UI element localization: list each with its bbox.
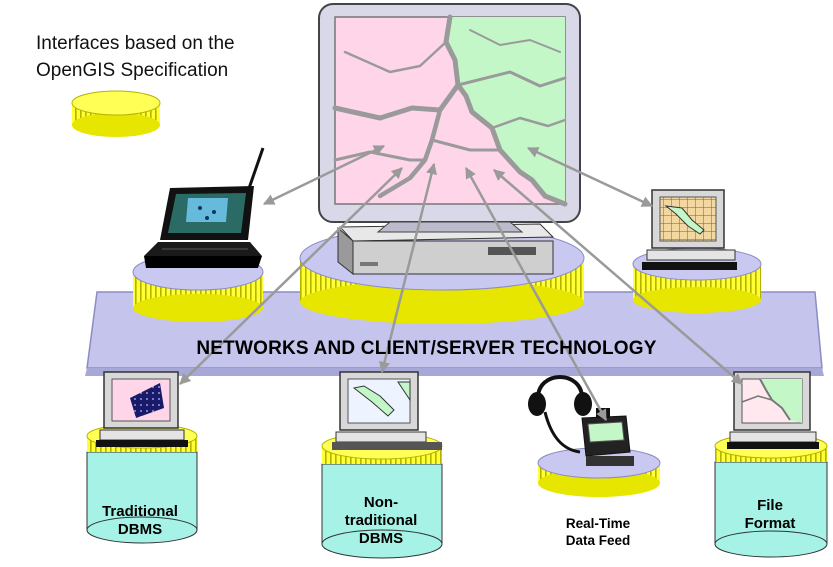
- central-map-monitor: [318, 3, 581, 233]
- desktop-computer-icon: [642, 189, 737, 270]
- label-line: File: [757, 497, 783, 514]
- legend-line-1: Interfaces based on the: [36, 33, 235, 54]
- network-label: NETWORKS AND CLIENT/SERVER TECHNOLOGY: [196, 338, 657, 359]
- label-line: Data Feed: [565, 533, 631, 548]
- traditional-dbms-icon: [86, 371, 198, 544]
- arrow-traditional: [179, 167, 403, 385]
- label-line: DBMS: [358, 530, 404, 547]
- realtime-data-feed-label: Real-Time Data Feed: [538, 515, 658, 549]
- legend-interface-disk: [71, 90, 161, 137]
- file-format-label: File Format: [714, 497, 826, 533]
- legend-caption: Interfaces based on the OpenGIS Specific…: [36, 30, 235, 84]
- label-line: Non-: [363, 494, 399, 511]
- file-format-icon: [714, 371, 828, 558]
- label-line: Format: [744, 515, 796, 532]
- arrow-nontraditional: [378, 162, 438, 374]
- label-line: DBMS: [117, 521, 163, 538]
- traditional-dbms-label: Traditional DBMS: [82, 503, 198, 539]
- legend-line-2: OpenGIS Specification: [36, 60, 229, 81]
- laptop-icon: [144, 147, 265, 268]
- label-line: Traditional: [102, 503, 178, 520]
- label-line: traditional: [344, 512, 418, 529]
- realtime-data-feed-icon: [528, 375, 661, 497]
- arrow-desktop: [526, 146, 654, 208]
- nontraditional-dbms-label: Non- traditional DBMS: [318, 494, 444, 548]
- connection-arrows: [179, 144, 743, 421]
- label-line: Real-Time: [565, 516, 631, 531]
